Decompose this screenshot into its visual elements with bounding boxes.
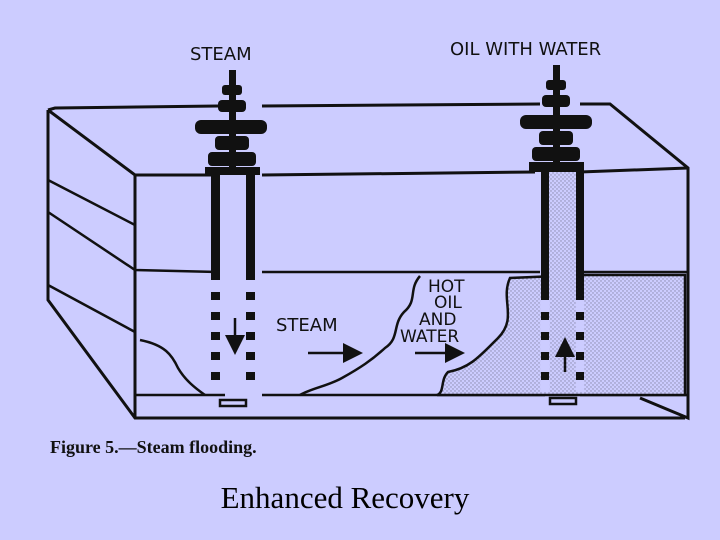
label-hot-line-3: AND: [419, 310, 456, 330]
label-steam-zone: STEAM: [276, 315, 338, 336]
production-well: [540, 172, 585, 406]
reservoir-block: [46, 102, 690, 421]
slide-title: Enhanced Recovery: [220, 480, 470, 515]
injection-well: [210, 175, 256, 408]
hot-oil-water-front: [299, 275, 421, 397]
label-oil-outlet: OIL WITH WATER: [450, 39, 601, 60]
wellhead-icon: [195, 70, 267, 175]
label-hot-line-4: WATER: [400, 327, 459, 347]
label-steam-inlet: STEAM: [190, 44, 252, 65]
figure-caption: Figure 5.—Steam flooding.: [50, 437, 257, 457]
label-hot-line-1: HOT: [428, 277, 465, 297]
steam-zone-front-left: [139, 338, 206, 397]
label-hot-line-2: OIL: [434, 293, 462, 313]
wellhead-icon: [520, 65, 592, 172]
